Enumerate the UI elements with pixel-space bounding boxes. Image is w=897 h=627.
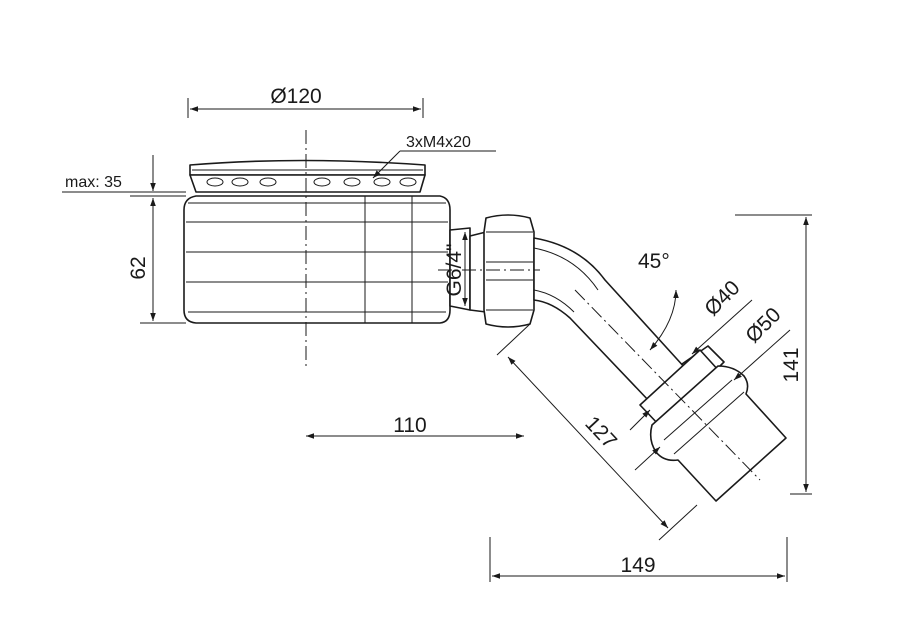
dimension-total-height: 141 — [735, 214, 812, 495]
siphon-body — [183, 195, 471, 324]
dim-max-height-label: max: 35 — [65, 174, 122, 191]
dimension-max-height: max: 35 — [62, 155, 186, 197]
dimension-body-height: 62 — [127, 198, 186, 324]
dim-angle-label: 45° — [638, 250, 670, 273]
dimension-screws: 3xM4x20 — [372, 134, 496, 179]
dimension-thread: G6/4" — [443, 232, 468, 306]
dimension-diameter-top: Ø120 — [187, 85, 424, 118]
dim-thread-label: G6/4" — [443, 244, 466, 297]
dim-center-offset-label: 110 — [393, 414, 426, 437]
dim-outlet-inner-label: Ø40 — [700, 276, 744, 320]
dim-outlet-outer-label: Ø50 — [741, 303, 785, 347]
dim-total-width-label: 149 — [620, 554, 655, 577]
dim-total-height-label: 141 — [780, 347, 803, 382]
dim-diameter-top-label: Ø120 — [270, 85, 321, 108]
dimension-total-width: 149 — [489, 537, 788, 582]
dim-pipe-length-label: 127 — [580, 412, 621, 453]
dim-body-height-label: 62 — [127, 256, 150, 279]
cover-screw-holes — [206, 177, 417, 187]
threaded-connection — [469, 214, 535, 328]
dimension-outlet-inner: Ø40 — [691, 276, 753, 355]
dim-screws-label: 3xM4x20 — [406, 134, 471, 151]
dimension-angle: 45° — [638, 250, 679, 351]
drain-cover — [189, 159, 426, 193]
dimension-center-offset: 110 — [306, 414, 524, 439]
